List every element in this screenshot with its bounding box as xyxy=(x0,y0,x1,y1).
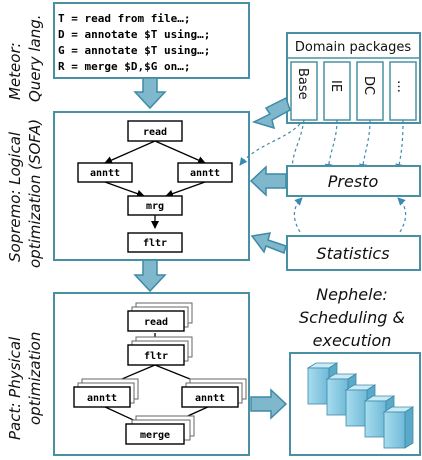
arrow-statistics-to-sopremo xyxy=(250,232,287,254)
svg-text:anntt: anntt xyxy=(190,168,220,179)
query-line-1: T = read from file…; xyxy=(58,12,190,25)
meteor-query-box: T = read from file…; D = annotate $T usi… xyxy=(53,2,250,79)
svg-text:merge: merge xyxy=(140,430,170,441)
svg-text:read: read xyxy=(143,127,167,138)
logical-op-annotate-right: anntt xyxy=(177,162,233,183)
package-more: … xyxy=(394,80,409,93)
physical-op-annotate-left: anntt xyxy=(73,378,139,408)
sopremo-label-desc: optimization (SOFA) xyxy=(26,119,44,268)
arrow-packages-to-sopremo xyxy=(251,96,291,130)
layer-label-pact: Pact: Physical optimization xyxy=(6,332,44,440)
query-line-2: D = annotate $T using…; xyxy=(58,28,210,41)
arrow-meteor-to-sopremo xyxy=(133,77,167,110)
nephele-label: Nephele: Scheduling & execution xyxy=(299,285,405,350)
meteor-label-name: Meteor: xyxy=(6,42,24,100)
svg-text:anntt: anntt xyxy=(90,168,120,179)
package-base: Base xyxy=(295,68,310,100)
dashed-statistics-links xyxy=(293,197,407,233)
logical-op-annotate-left: anntt xyxy=(77,162,133,183)
server-icon xyxy=(382,406,415,449)
svg-text:fltr: fltr xyxy=(144,351,168,362)
svg-text:fltr: fltr xyxy=(143,238,167,249)
nephele-line-1: Nephele: xyxy=(316,285,388,304)
presto-label: Presto xyxy=(328,172,379,191)
svg-text:anntt: anntt xyxy=(195,393,225,404)
nephele-line-2: Scheduling & xyxy=(299,308,405,327)
query-line-3: G = annotate $T using…; xyxy=(58,44,210,57)
sopremo-label-name: Sopremo: Logical xyxy=(6,131,24,262)
domain-packages-title: Domain packages xyxy=(295,40,411,55)
physical-op-filter: fltr xyxy=(127,336,193,366)
statistics-box: Statistics xyxy=(286,235,421,271)
svg-text:anntt: anntt xyxy=(87,393,117,404)
pact-plan-box: read fltr anntt anntt merge xyxy=(53,292,250,456)
nephele-execution-box xyxy=(289,352,421,456)
physical-op-annotate-right: anntt xyxy=(181,378,247,408)
presto-box: Presto xyxy=(286,165,421,197)
dashed-package-links xyxy=(239,119,404,173)
domain-packages-box: Domain packages Base IE DC … xyxy=(286,32,421,124)
physical-op-read: read xyxy=(127,302,193,332)
package-ie: IE xyxy=(328,80,343,92)
svg-text:read: read xyxy=(144,317,168,328)
statistics-label: Statistics xyxy=(316,244,389,263)
layer-label-sopremo: Sopremo: Logical optimization (SOFA) xyxy=(6,119,44,268)
arrow-pact-to-nephele xyxy=(250,388,288,420)
logical-op-merge: mrg xyxy=(127,195,183,216)
arrow-presto-to-sopremo xyxy=(249,165,287,197)
sopremo-plan-box: read anntt anntt mrg fltr xyxy=(53,111,250,261)
pact-label-name: Pact: Physical xyxy=(6,336,24,440)
nephele-line-3: execution xyxy=(313,331,392,350)
pact-label-desc: optimization xyxy=(26,332,44,425)
svg-text:mrg: mrg xyxy=(146,201,164,212)
logical-op-read: read xyxy=(127,120,183,142)
layer-label-meteor: Meteor: Query lang. xyxy=(6,14,44,102)
package-dc: DC xyxy=(361,76,376,95)
meteor-label-desc: Query lang. xyxy=(26,14,44,102)
physical-op-merge: merge xyxy=(125,415,195,445)
logical-op-filter: fltr xyxy=(127,232,183,253)
query-line-4: R = merge $D,$G on…; xyxy=(58,60,190,73)
arrow-sopremo-to-pact xyxy=(133,259,167,293)
